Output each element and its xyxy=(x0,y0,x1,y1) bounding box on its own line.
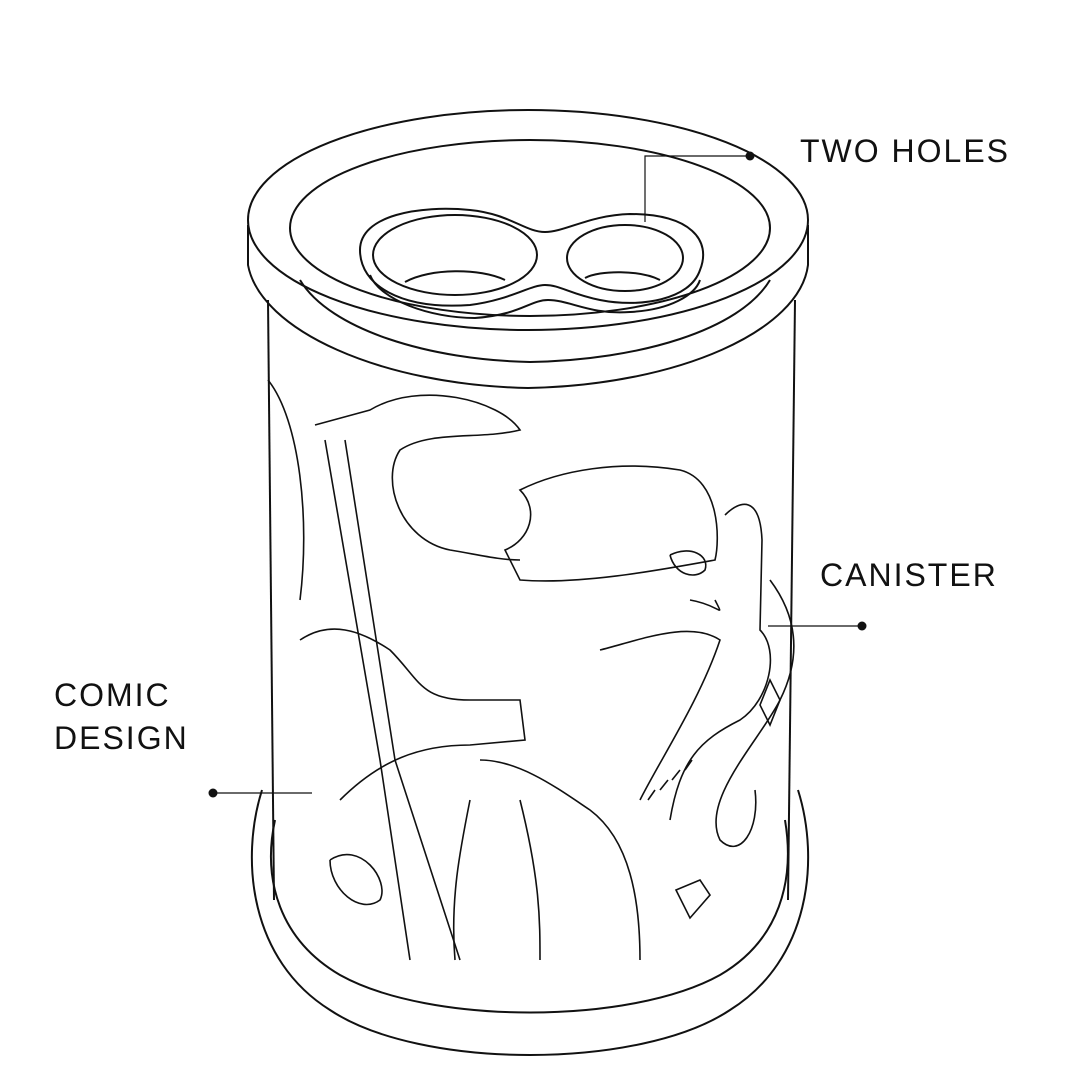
canister-base xyxy=(250,789,810,1056)
label-comic-design-line2: DESIGN xyxy=(54,720,189,756)
label-two-holes: TWO HOLES xyxy=(800,133,1011,169)
label-comic-design-line1: COMIC xyxy=(54,677,171,713)
leader-canister xyxy=(768,621,867,631)
leader-dot xyxy=(208,788,218,798)
leader-dot xyxy=(857,621,867,631)
canister-body xyxy=(267,299,796,901)
leader-dot xyxy=(745,151,755,161)
label-comic-design: COMIC DESIGN xyxy=(54,674,189,760)
canister-lid xyxy=(247,109,809,390)
comic-design xyxy=(267,379,795,961)
two-holes xyxy=(358,207,705,320)
leader-two-holes xyxy=(644,151,755,222)
label-canister: CANISTER xyxy=(820,557,998,593)
leader-comic-design xyxy=(208,788,312,798)
